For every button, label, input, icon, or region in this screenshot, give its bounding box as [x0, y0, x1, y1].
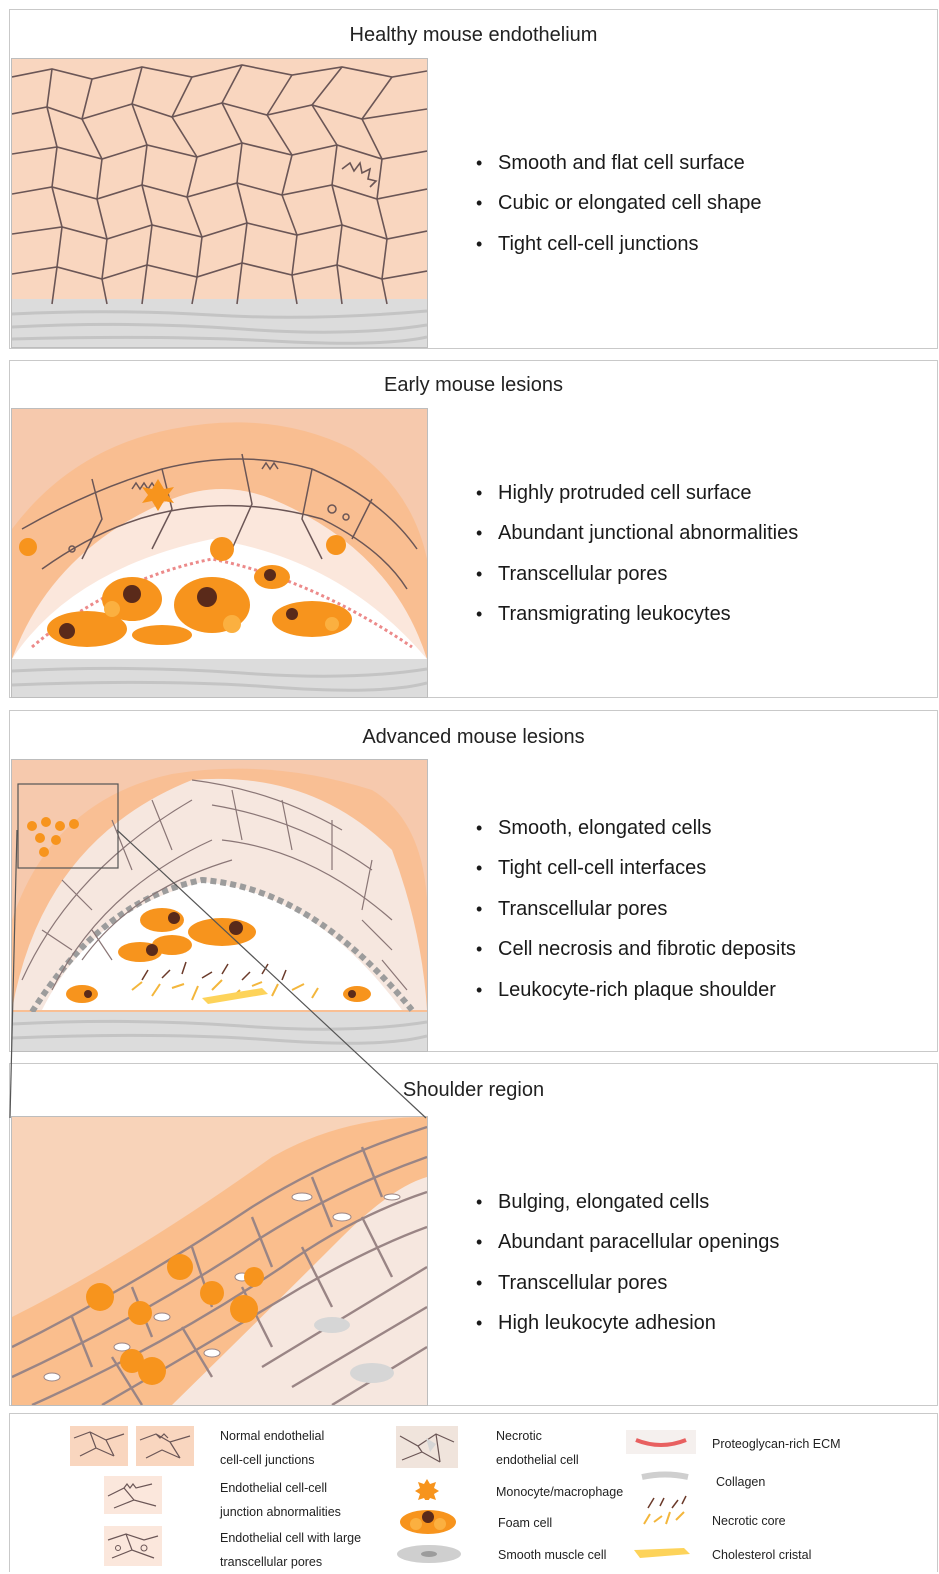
collagen-icon [640, 1470, 690, 1484]
monocyte-icon [414, 1478, 440, 1500]
smooth-muscle-cell-icon [396, 1542, 462, 1566]
cholesterol-crystal-icon [632, 1544, 692, 1562]
necrotic-cell-icon [396, 1426, 458, 1468]
legend-label: Necrotic endothelial cell [496, 1424, 579, 1472]
legend-label: Necrotic core [712, 1509, 786, 1533]
junction-abnormality-icon [104, 1476, 162, 1514]
legend-label: Monocyte/macrophage [496, 1480, 623, 1504]
legend-label: Collagen [716, 1470, 765, 1494]
legend-label: Endothelial cell with large transcellula… [220, 1526, 361, 1574]
legend-label: Endothelial cell-cell junction abnormali… [220, 1476, 341, 1524]
legend-label: Normal endothelial cell-cell junctions [220, 1424, 324, 1472]
foam-cell-icon [398, 1506, 458, 1536]
legend-label: Smooth muscle cell [498, 1543, 606, 1567]
necrotic-core-icon [640, 1494, 690, 1528]
legend-label: Proteoglycan-rich ECM [712, 1432, 841, 1456]
transcellular-pores-icon [104, 1526, 162, 1566]
proteoglycan-ecm-icon [626, 1430, 696, 1454]
legend-label: Foam cell [498, 1511, 552, 1535]
normal-junctions-icon [70, 1426, 196, 1466]
legend: Normal endothelial cell-cell junctions E… [9, 1413, 938, 1572]
legend-label: Cholesterol cristal [712, 1543, 811, 1567]
